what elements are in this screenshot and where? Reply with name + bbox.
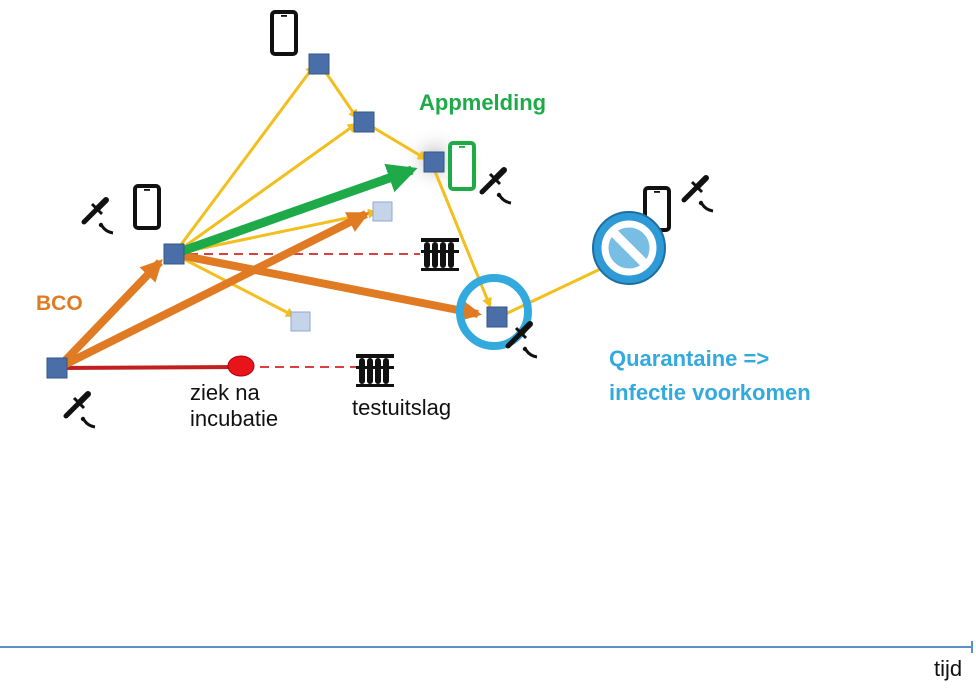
incubation-line <box>57 365 241 370</box>
illness-label-line1: ziek na <box>190 380 260 405</box>
appmelding-label: Appmelding <box>419 90 547 115</box>
pipette-phone-icon <box>66 394 95 427</box>
illness-label: ziek na incubatie <box>190 380 278 432</box>
smartphone-icon <box>270 10 298 56</box>
appmelding-arrow <box>172 163 418 259</box>
test-tubes-icon <box>421 238 459 271</box>
time-axis-label: tijd <box>934 656 963 681</box>
smartphone-icon <box>133 184 161 230</box>
quarantine-label-line1: Quarantaine => <box>609 346 770 371</box>
quarantine-node <box>486 306 508 328</box>
test-result-label: testuitslag <box>352 395 452 420</box>
appmelding-node <box>423 151 445 173</box>
illness-label-line2: incubatie <box>190 406 279 431</box>
smartphone-icon-green <box>448 141 476 191</box>
contact-nodes <box>46 53 508 379</box>
contact-node <box>353 111 375 133</box>
bco-arrow <box>56 210 370 372</box>
no-entry-icon <box>592 211 666 285</box>
notification-arrow <box>172 64 316 255</box>
bco-label: BCO <box>36 292 83 315</box>
contact-node-light <box>372 201 393 222</box>
pipette-phone-icon <box>684 178 713 211</box>
notification-arrow <box>173 208 378 256</box>
quarantine-label-line2: infectie voorkomen <box>609 380 811 405</box>
bco-arrow <box>55 259 163 371</box>
notification-arrow <box>173 122 358 256</box>
pipette-phone-icon <box>482 170 511 203</box>
bco-arrows <box>55 210 482 372</box>
bco-arrow <box>173 250 482 322</box>
index-case-node <box>46 357 68 379</box>
pipette-phone-icon <box>508 324 537 357</box>
contact-node-light <box>290 311 311 332</box>
contact-node <box>163 243 185 265</box>
contact-node <box>308 53 330 75</box>
quarantine-circle <box>456 274 532 350</box>
pipette-phone-icon <box>84 200 113 233</box>
quarantine-label: Quarantaine => infectie voorkomen <box>609 342 811 410</box>
illness-marker <box>227 355 255 377</box>
test-tubes-icon <box>356 354 394 387</box>
notification-arrow <box>173 252 296 318</box>
